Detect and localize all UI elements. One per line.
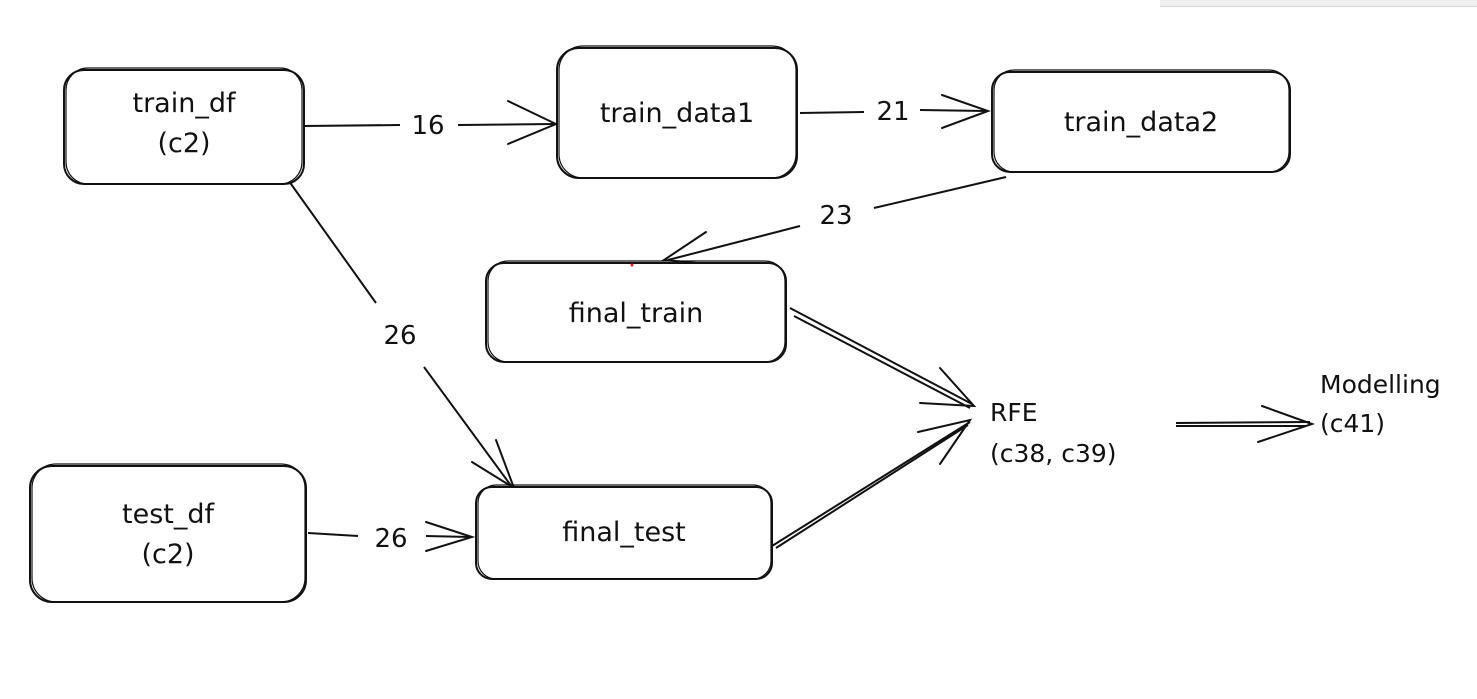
node-final-train-name: final_train xyxy=(569,298,704,329)
edge-train-df-to-final-test: 26 xyxy=(285,176,516,491)
node-train-df-name: train_df xyxy=(133,88,237,119)
node-modelling-cell: (c41) xyxy=(1320,409,1385,438)
node-train-data2[interactable]: train_data2 xyxy=(991,69,1291,173)
node-train-data1-name: train_data1 xyxy=(600,98,754,129)
node-train-data1[interactable]: train_data1 xyxy=(556,45,798,179)
node-rfe-name: RFE xyxy=(990,398,1038,427)
edge-label-21: 21 xyxy=(876,97,909,127)
edge-label-background xyxy=(377,319,423,353)
top-toolbar-strip xyxy=(1160,0,1477,7)
node-modelling[interactable]: Modelling (c41) xyxy=(1320,370,1441,438)
node-modelling-name: Modelling xyxy=(1320,370,1441,399)
edge-test-df-to-final-test: 26 xyxy=(307,521,476,556)
edge-label-background xyxy=(405,109,451,143)
node-final-train[interactable]: final_train xyxy=(485,260,787,363)
edge-label-26-train: 26 xyxy=(383,321,416,351)
node-test-df[interactable]: test_df (c2) xyxy=(29,463,307,603)
edge-label-16: 16 xyxy=(411,111,444,141)
node-test-df-cell: (c2) xyxy=(141,539,194,570)
node-rfe[interactable]: RFE (c38, c39) xyxy=(990,398,1117,468)
node-final-test[interactable]: final_test xyxy=(475,484,773,580)
edge-train-df-to-train-data1: 16 xyxy=(303,100,559,145)
edge-label-23: 23 xyxy=(819,201,852,231)
edge-final-test-to-rfe xyxy=(771,418,973,549)
node-rfe-cells: (c38, c39) xyxy=(990,439,1117,468)
edge-train-data1-to-train-data2: 21 xyxy=(799,94,991,129)
node-final-test-name: final_test xyxy=(562,517,686,548)
edge-rfe-to-modelling xyxy=(1175,405,1316,443)
node-train-df-cell: (c2) xyxy=(157,128,210,159)
edge-label-background xyxy=(813,199,859,233)
edge-label-26-test: 26 xyxy=(374,524,407,554)
edge-label-background xyxy=(870,95,916,129)
edge-final-train-to-rfe xyxy=(789,307,977,409)
node-train-df[interactable]: train_df (c2) xyxy=(63,67,305,185)
edge-label-background xyxy=(368,522,414,556)
node-train-data2-name: train_data2 xyxy=(1064,107,1218,138)
edge-train-data2-to-final-train: 23 xyxy=(661,176,1007,266)
node-test-df-name: test_df xyxy=(122,499,215,530)
stray-mark xyxy=(630,263,634,267)
